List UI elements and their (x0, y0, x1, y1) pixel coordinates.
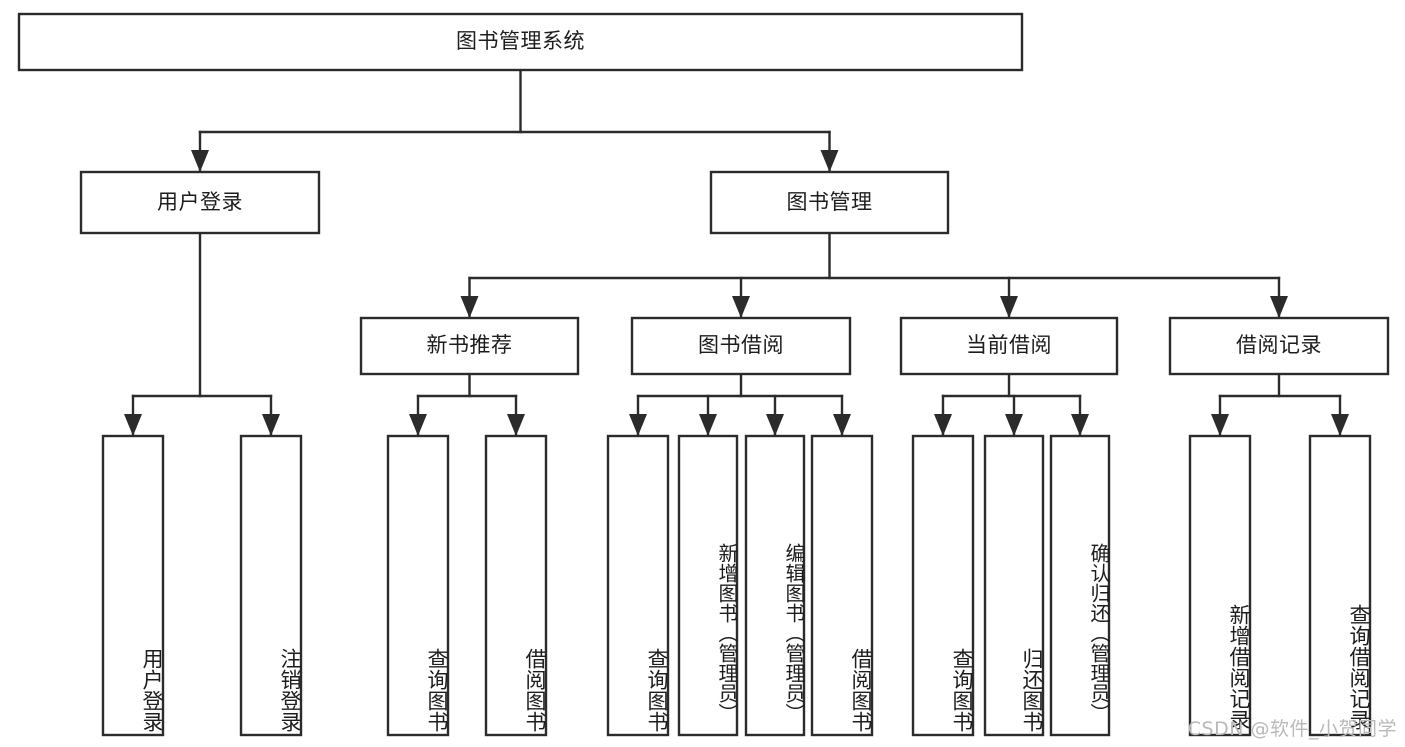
node-box-leaf-query-book-3 (911, 434, 975, 737)
arrow-head-icon (820, 150, 839, 172)
arrow-head-icon (124, 414, 142, 436)
node-box-leaf-borrow-book-2 (810, 434, 874, 737)
arrow-head-icon (191, 150, 209, 172)
arrow-head-icon (699, 414, 717, 436)
arrow-head-icon (1005, 414, 1023, 436)
node-box-book-manage (709, 170, 950, 235)
node-box-leaf-return-book (983, 434, 1045, 737)
arrow-head-icon (1270, 296, 1288, 318)
node-box-leaf-logout (239, 434, 303, 737)
arrow-head-icon (1331, 414, 1349, 436)
node-box-user-login (79, 170, 321, 235)
arrow-head-icon (1000, 296, 1018, 318)
nodes-layer (17, 12, 1390, 737)
arrow-head-icon (460, 296, 479, 318)
node-box-root (17, 12, 1024, 72)
node-box-current-borrow (899, 316, 1119, 376)
node-box-leaf-query-book-1 (386, 434, 450, 737)
node-box-leaf-user-login (101, 434, 165, 737)
arrow-head-icon (1211, 414, 1229, 436)
arrow-head-icon (507, 414, 525, 436)
arrow-head-icon (766, 414, 784, 436)
arrow-head-icon (934, 414, 952, 436)
arrow-head-icon (629, 414, 647, 436)
node-box-leaf-query-book-2 (606, 434, 670, 737)
arrow-head-icon (833, 414, 851, 436)
arrow-head-icon (1071, 414, 1089, 436)
node-box-leaf-query-record (1308, 434, 1372, 737)
arrow-head-icon (732, 296, 750, 318)
node-box-book-borrow (630, 316, 852, 376)
node-box-leaf-confirm-return (1049, 434, 1111, 737)
watermark-text: CSDN @软件_小贺同学 (1187, 718, 1397, 740)
arrow-head-icon (409, 414, 427, 436)
node-box-leaf-edit-book (744, 434, 806, 737)
node-box-leaf-add-record (1188, 434, 1252, 737)
node-box-leaf-add-book (677, 434, 739, 737)
arrow-head-icon (262, 414, 280, 436)
node-box-leaf-borrow-book-1 (484, 434, 548, 737)
edges-layer (124, 68, 1349, 437)
node-box-new-book-rec (359, 316, 580, 376)
node-box-borrow-record (1168, 316, 1390, 376)
